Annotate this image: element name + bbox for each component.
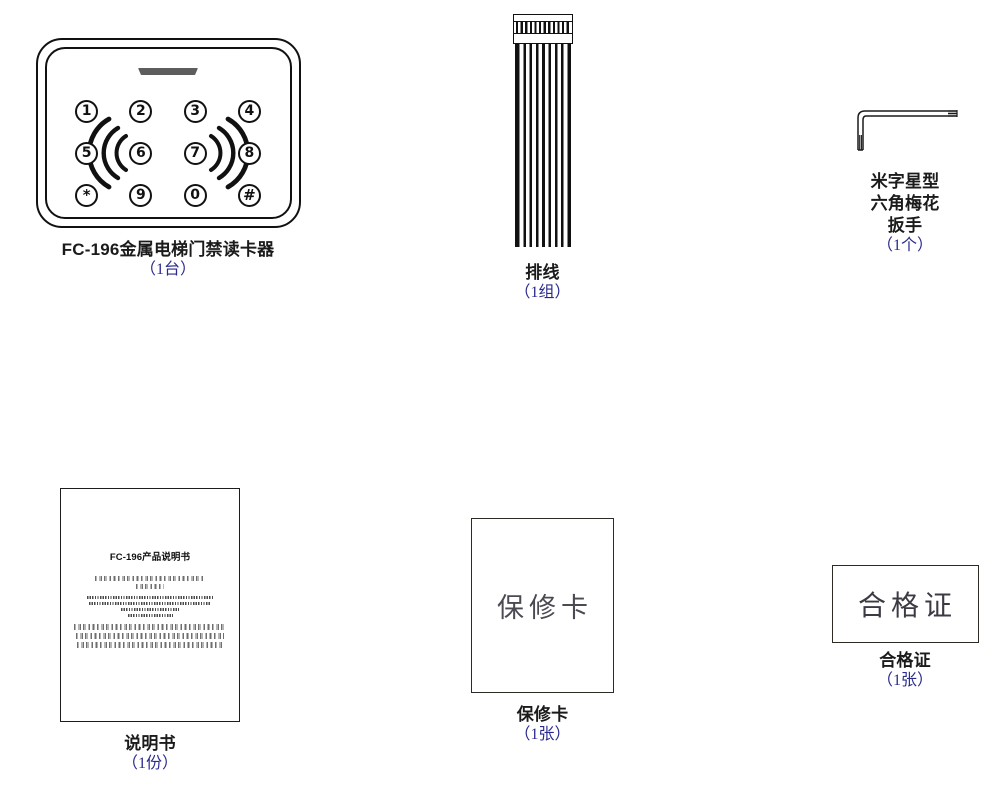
label-certificate-quantity: （1张） [876,672,933,690]
caption-ribbon-cable: 排线 （1组） [455,263,630,303]
label-allen-wrench-quantity: （1个） [876,237,933,255]
ribbon-cable-wires [514,44,571,247]
keypad-key-9[interactable]: 9 [129,183,153,207]
card-reader-illustration: 1 2 3 4 5 6 7 8 * 9 0 # [35,38,301,228]
manual-text-line [89,602,211,605]
allen-wrench-illustration [845,105,965,157]
keypad-key-0[interactable]: 0 [183,183,207,207]
manual-illustration: FC-196产品说明书 [60,488,240,722]
keypad-key-2[interactable]: 2 [129,99,153,123]
ribbon-connector-pins [512,22,573,33]
manual-text-line [127,614,173,617]
item-warranty-card: 保修卡 保修卡 （1张） [455,518,630,745]
keypad-key-3[interactable]: 3 [183,99,207,123]
label-allen-wrench-line-3: 扳手 [887,215,923,235]
keypad-key-4[interactable]: 4 [237,99,261,123]
label-allen-wrench-line-2: 六角梅花 [870,193,940,213]
keypad-key-5[interactable]: 5 [75,141,99,165]
label-manual-quantity: （1份） [121,755,178,773]
item-card-reader: 1 2 3 4 5 6 7 8 * 9 0 # FC-196金属电梯门禁读卡器 … [18,38,318,280]
caption-allen-wrench: 米字星型 六角梅花 扳手 （1个） [810,171,1000,256]
keypad-key-6[interactable]: 6 [129,141,153,165]
keypad-grid: 1 2 3 4 5 6 7 8 * 9 0 # [60,90,277,216]
caption-warranty-card: 保修卡 （1张） [455,705,630,745]
label-allen-wrench-line-1: 米字星型 [870,172,940,191]
keypad-key-star[interactable]: * [75,183,99,207]
label-warranty-card-quantity: （1张） [514,726,571,744]
warranty-card-illustration: 保修卡 [471,518,614,693]
ribbon-cable-illustration [512,14,573,247]
item-manual: FC-196产品说明书 说明书 （1份） [30,488,270,774]
ribbon-connector-top [512,14,573,22]
manual-text-line [77,642,223,648]
manual-text-line [74,624,226,630]
label-manual-name: 说明书 [124,734,176,753]
label-certificate-name: 合格证 [879,651,931,670]
caption-card-reader: FC-196金属电梯门禁读卡器 （1台） [18,240,318,280]
manual-text-line [87,596,213,599]
manual-text-line [136,584,164,589]
item-certificate: 合格证 合格证 （1张） [810,565,1000,691]
caption-manual: 说明书 （1份） [30,734,270,774]
keypad-key-8[interactable]: 8 [237,141,261,165]
warranty-card-face-text: 保修卡 [497,593,593,623]
manual-text-line [95,576,205,581]
item-allen-wrench: 米字星型 六角梅花 扳手 （1个） [810,105,1000,256]
keypad-key-1[interactable]: 1 [75,99,99,123]
manual-placeholder-text [61,576,239,648]
label-card-reader-name: FC-196金属电梯门禁读卡器 [61,240,275,259]
label-ribbon-cable-name: 排线 [525,263,560,282]
reader-indicator-bar [138,68,198,75]
manual-text-line [121,608,179,611]
manual-cover-title: FC-196产品说明书 [109,552,191,563]
certificate-illustration: 合格证 [831,565,979,643]
caption-certificate: 合格证 （1张） [810,651,1000,691]
label-card-reader-quantity: （1台） [139,261,196,279]
manual-text-line [76,633,224,639]
ribbon-connector-band [512,33,573,44]
label-ribbon-cable-quantity: （1组） [514,284,571,302]
label-warranty-card-name: 保修卡 [516,705,569,724]
keypad-key-hash[interactable]: # [237,183,261,207]
keypad-key-7[interactable]: 7 [183,141,207,165]
certificate-face-text: 合格证 [857,591,957,622]
item-ribbon-cable: 排线 （1组） [455,14,630,303]
